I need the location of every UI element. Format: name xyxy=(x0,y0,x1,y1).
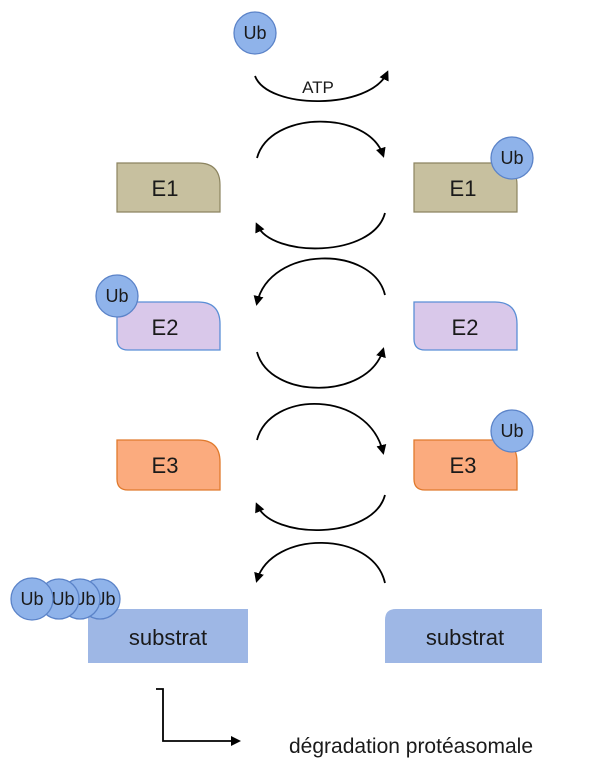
arc-substrate-transfer xyxy=(254,542,386,584)
ub-circle-e3 xyxy=(490,409,534,453)
e3-label-right: E3 xyxy=(450,453,477,478)
e2-label-right: E2 xyxy=(452,315,479,340)
e1-label-left: E1 xyxy=(152,176,179,201)
e2-shape-left xyxy=(116,301,221,351)
substrate-shape-left xyxy=(88,609,248,663)
arc-e1-return xyxy=(255,212,386,250)
atp-label: ATP xyxy=(302,78,334,97)
degradation-arrow xyxy=(156,688,241,746)
ub-chain-label-2: Ub xyxy=(51,589,74,609)
ub-circle xyxy=(233,11,277,55)
e1-shape-left xyxy=(116,162,221,213)
degradation-label: dégradation protéasomale xyxy=(289,735,533,758)
e1-right: E1 Ub xyxy=(413,136,534,213)
e1-label-right: E1 xyxy=(450,176,477,201)
ub-label-e1: Ub xyxy=(500,148,523,168)
ub-label-e2: Ub xyxy=(105,286,128,306)
arc-e2-return xyxy=(256,347,386,389)
free-ubiquitin: Ub xyxy=(233,11,277,55)
ub-chain-circle-1 xyxy=(10,577,54,621)
ub-circle-e2 xyxy=(95,274,139,318)
e3-shape-left xyxy=(116,439,221,491)
e2-label-left: E2 xyxy=(152,315,179,340)
substrate-right: substrat xyxy=(385,609,542,663)
e3-label-left: E3 xyxy=(152,453,179,478)
substrate-left: substrat xyxy=(88,609,248,663)
arc-e1-transfer xyxy=(256,120,386,159)
substrate-shape-right xyxy=(385,609,542,663)
ub-chain-label-1: Ub xyxy=(20,589,43,609)
ub-label-e3: Ub xyxy=(500,421,523,441)
e2-right: E2 xyxy=(413,301,518,351)
e3-left: E3 xyxy=(116,439,221,491)
arc-e3-transfer xyxy=(256,402,387,455)
arc-e2-transfer xyxy=(253,257,386,306)
ub-chain: Ub Ub Ub Ub xyxy=(10,577,121,621)
e2-shape-right xyxy=(413,301,518,351)
arc-e3-return xyxy=(255,494,386,531)
atp-arrow xyxy=(254,70,389,103)
substrate-label-left: substrat xyxy=(129,625,207,650)
ub-circle-e1 xyxy=(490,136,534,180)
substrate-label-right: substrat xyxy=(426,625,504,650)
e1-left: E1 xyxy=(116,162,221,213)
ub-label: Ub xyxy=(243,23,266,43)
e2-left: E2 Ub xyxy=(95,274,221,351)
e3-right: E3 Ub xyxy=(413,409,534,491)
